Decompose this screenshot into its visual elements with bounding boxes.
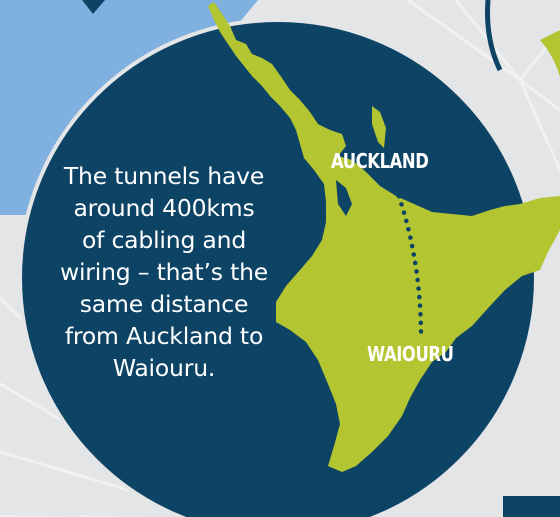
route-dotted-line [390,177,424,335]
city-label-waiouru: WAIOURU [367,342,454,366]
city-label-auckland: AUCKLAND [331,149,429,173]
fact-line-4: wiring – that’s the [59,258,269,286]
blue-arrow-point [82,0,105,14]
fact-line-5: same distance [79,290,249,318]
fact-line-1: The tunnels have [63,162,265,190]
fact-line-2: around 400kms [73,194,255,222]
fact-line-6: from Auckland to [64,322,264,350]
corner-block [503,496,560,517]
fact-line-7: Waiouru. [112,354,216,382]
decorative-green-arc [540,30,560,180]
peninsula [372,106,386,148]
north-island-map [208,2,560,472]
north-island-inlet [336,180,352,216]
fact-line-3: of cabling and [81,226,247,254]
fact-text: The tunnels have around 400kms of cablin… [40,160,288,384]
decorative-swirl [485,0,503,72]
